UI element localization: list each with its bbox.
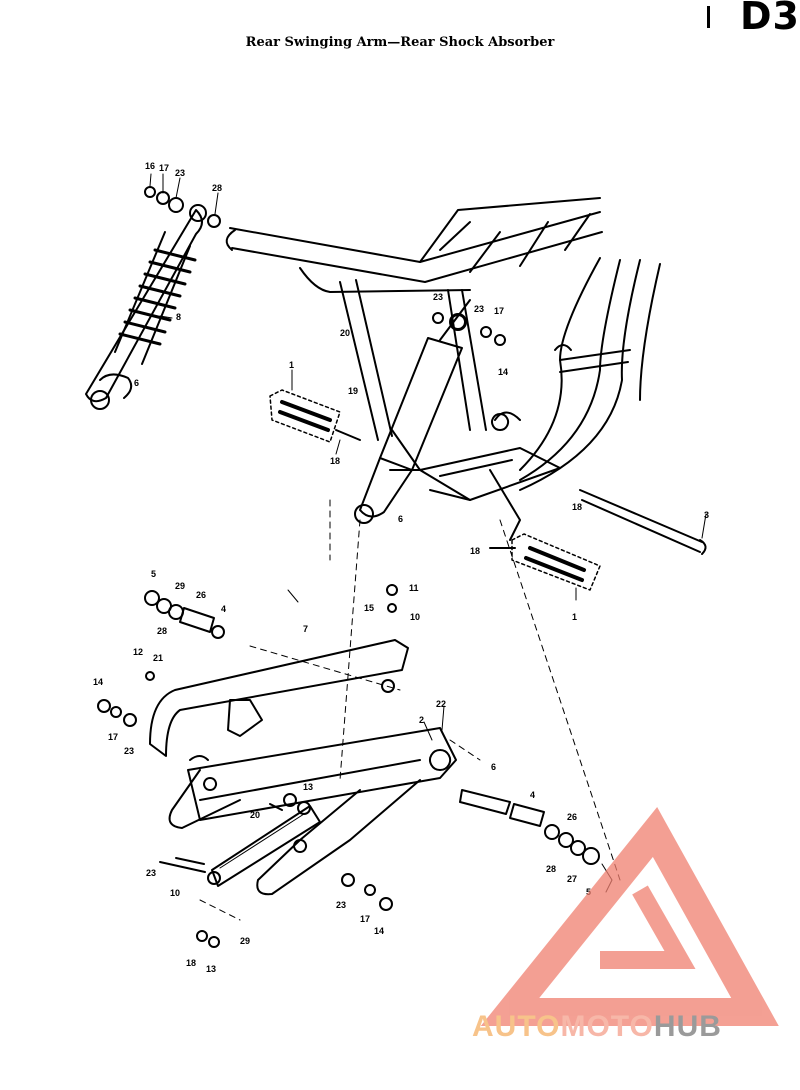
- callout-23: 23: [124, 746, 134, 756]
- callout-13: 13: [206, 964, 216, 974]
- callout-17: 17: [360, 914, 370, 924]
- callout-18: 18: [572, 502, 582, 512]
- callout-2: 2: [419, 715, 424, 725]
- callout-23: 23: [175, 168, 185, 178]
- motorcycle-frame: [225, 197, 707, 555]
- rear-shock-absorber-exploded: [85, 186, 221, 410]
- part-callouts: 16 17 23 28 8 6 23 23 17 14 20 19 1 18 6…: [93, 161, 709, 974]
- callout-14: 14: [93, 677, 103, 687]
- callout-15: 15: [364, 603, 374, 613]
- callout-6: 6: [134, 378, 139, 388]
- callout-29: 29: [175, 581, 185, 591]
- callout-5: 5: [586, 887, 591, 897]
- callout-26: 26: [567, 812, 577, 822]
- callout-20: 20: [250, 810, 260, 820]
- callout-12: 12: [133, 647, 143, 657]
- callout-6: 6: [491, 762, 496, 772]
- callout-18: 18: [186, 958, 196, 968]
- callout-21: 21: [153, 653, 163, 663]
- callout-19: 19: [348, 386, 358, 396]
- page-code-rule: [707, 6, 710, 28]
- callout-23: 23: [336, 900, 346, 910]
- chain-case: [149, 639, 409, 757]
- callout-23: 23: [433, 292, 443, 302]
- swing-arm: [168, 727, 457, 896]
- callout-6: 6: [398, 514, 403, 524]
- watermark-hub: HUB: [653, 1010, 722, 1043]
- watermark-text: AUTOMOTOHUB: [472, 1010, 722, 1044]
- pivot-shaft-parts: [97, 584, 600, 948]
- watermark-moto: MOTO: [560, 1010, 654, 1043]
- callout-18: 18: [470, 546, 480, 556]
- footrest-right: [489, 533, 601, 591]
- watermark-logo-icon: [480, 807, 779, 1026]
- callout-28: 28: [212, 183, 222, 193]
- callout-29: 29: [240, 936, 250, 946]
- callout-20: 20: [340, 328, 350, 338]
- callout-13: 13: [303, 782, 313, 792]
- callout-27: 27: [567, 874, 577, 884]
- callout-8: 8: [176, 312, 181, 322]
- callout-4: 4: [221, 604, 226, 614]
- callout-17: 17: [108, 732, 118, 742]
- callout-23: 23: [146, 868, 156, 878]
- callout-4: 4: [530, 790, 535, 800]
- callout-17: 17: [494, 306, 504, 316]
- callout-17: 17: [159, 163, 169, 173]
- page-code: D3: [740, 0, 800, 38]
- assembly-guide-lines: [199, 499, 621, 921]
- callout-18: 18: [330, 456, 340, 466]
- diagram-title: Rear Swinging Arm—Rear Shock Absorber: [245, 35, 555, 50]
- callout-14: 14: [374, 926, 384, 936]
- callout-23: 23: [474, 304, 484, 314]
- footrest-left: [269, 389, 361, 443]
- callout-5: 5: [151, 569, 156, 579]
- callout-10: 10: [170, 888, 180, 898]
- callout-26: 26: [196, 590, 206, 600]
- callout-11: 11: [409, 583, 419, 593]
- watermark-auto: AUTO: [472, 1010, 561, 1043]
- callout-1: 1: [289, 360, 294, 370]
- callout-1: 1: [572, 612, 577, 622]
- callout-14: 14: [498, 367, 508, 377]
- callout-16: 16: [145, 161, 155, 171]
- callout-10: 10: [410, 612, 420, 622]
- rear-shock-absorber-installed: [354, 312, 506, 524]
- callout-7: 7: [303, 624, 308, 634]
- torque-stay: [159, 805, 321, 887]
- callout-28: 28: [546, 864, 556, 874]
- callout-22: 22: [436, 699, 446, 709]
- callout-3: 3: [704, 510, 709, 520]
- callout-28: 28: [157, 626, 167, 636]
